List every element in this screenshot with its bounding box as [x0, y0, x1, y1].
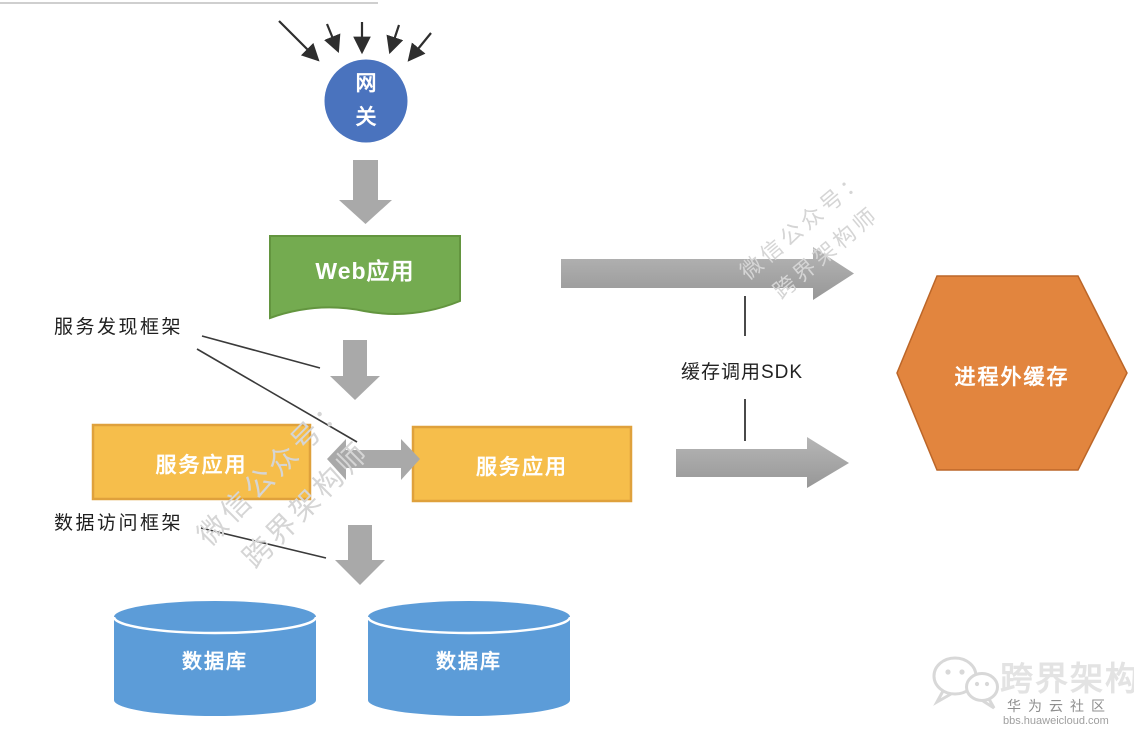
service-discovery-line-1: [201, 335, 321, 369]
wechat-icon: [932, 656, 999, 710]
gateway-circle: [324, 59, 408, 143]
footer-community-text: 华为云社区: [1007, 698, 1112, 714]
arrow-gateway-to-web: [339, 160, 392, 224]
arrow-web-to-service: [330, 340, 380, 400]
footer-site-url: bbs.huaweicloud.com: [1003, 715, 1109, 727]
service-app-sync-arrow: [327, 439, 420, 480]
web-app-shape: [269, 235, 461, 320]
service-app-left-box: [91, 423, 312, 501]
data-access-line: [200, 527, 327, 559]
db-left-cylinder: [112, 601, 318, 716]
service-app-right-box: [411, 425, 633, 503]
footer-brand-text: 跨界架构师: [1000, 660, 1134, 696]
service-discovery-line-2: [196, 348, 358, 443]
cache-sdk-label: 缓存调用SDK: [680, 362, 804, 383]
incoming-request-arrows: [278, 20, 432, 62]
db-right-cylinder: [366, 601, 572, 716]
top-border-line: [0, 2, 378, 4]
arrow-service-to-db: [335, 525, 385, 585]
cache-hexagon: [896, 275, 1128, 471]
data-access-label: 数据访问框架: [54, 513, 184, 534]
arrow-service-to-cache: [676, 437, 849, 488]
arrow-web-to-cache: [561, 247, 854, 300]
service-discovery-label: 服务发现框架: [54, 317, 184, 338]
